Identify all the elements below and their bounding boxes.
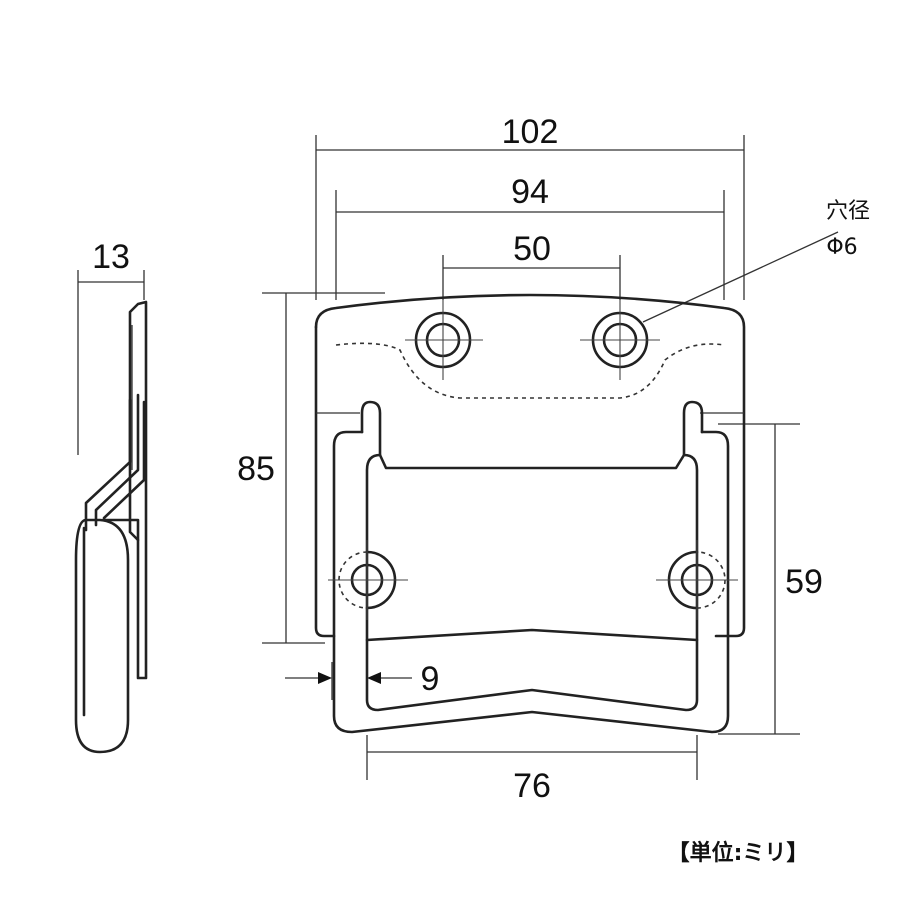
lower-hole-right <box>656 540 738 620</box>
dim-handle-thickness: 9 <box>421 660 440 698</box>
dim-overall-width: 102 <box>502 113 559 151</box>
hole-note-label: 穴径 <box>826 199 870 224</box>
hole-note-diameter: Φ6 <box>826 235 857 260</box>
side-view: 13 <box>74 238 148 754</box>
front-view: 102 94 50 85 59 76 9 <box>237 113 870 805</box>
top-hole-left <box>405 300 483 380</box>
dim-side-thickness: 13 <box>92 238 130 276</box>
dim-hole-pitch-outer: 94 <box>511 173 549 211</box>
dim-height: 85 <box>237 450 275 488</box>
top-hole-right <box>580 300 660 380</box>
unit-label: 【単位:ミリ】 <box>668 840 809 866</box>
dim-top-hole-pitch: 50 <box>513 230 551 268</box>
dim-handle-drop: 59 <box>785 563 823 601</box>
dim-handle-inner-width: 76 <box>513 767 551 805</box>
lower-hole-left <box>328 540 408 620</box>
